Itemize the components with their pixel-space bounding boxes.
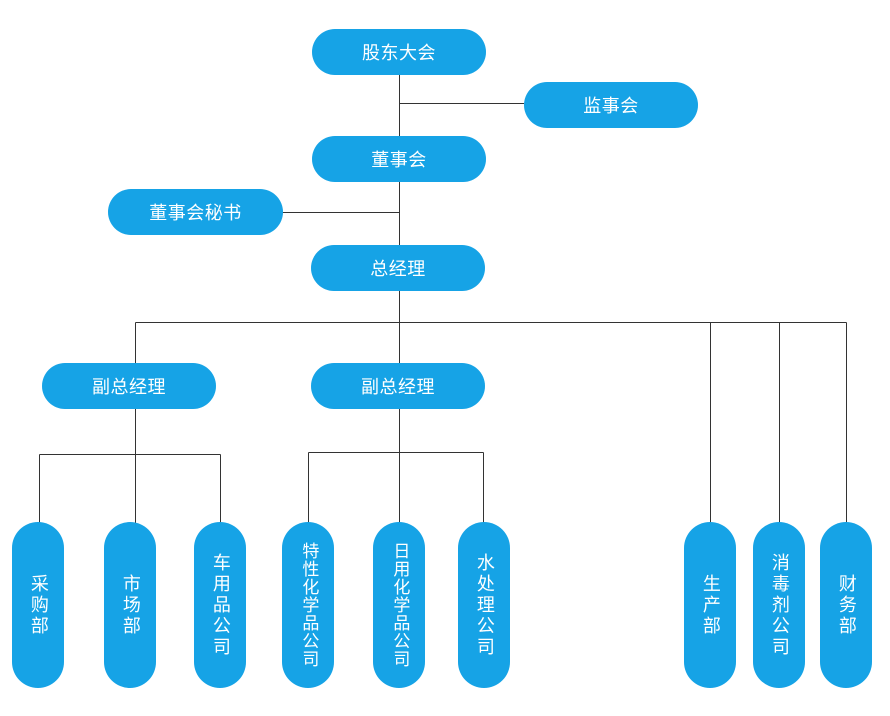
node-board-secretary: 董事会秘书 <box>108 189 283 235</box>
node-finance-label: 财务部 <box>836 573 857 637</box>
node-automotive-label: 车用品公司 <box>210 552 231 658</box>
node-procurement-dept: 采购部 <box>12 522 64 688</box>
node-supervisory-board: 监事会 <box>524 82 698 128</box>
node-water-treatment-co: 水处理公司 <box>458 522 510 688</box>
node-procurement-label: 采购部 <box>28 573 49 637</box>
node-specialty-chemicals-co: 特性化学品公司 <box>282 522 334 688</box>
node-general-manager: 总经理 <box>311 245 485 291</box>
node-production-dept: 生产部 <box>684 522 736 688</box>
node-disinfectant-co: 消毒剂公司 <box>753 522 805 688</box>
node-finance-dept: 财务部 <box>820 522 872 688</box>
node-shareholders-meeting: 股东大会 <box>312 29 486 75</box>
node-water-label: 水处理公司 <box>474 552 495 658</box>
node-daily-chemicals-co: 日用化学品公司 <box>373 522 425 688</box>
node-deputy-gm-left: 副总经理 <box>42 363 216 409</box>
node-marketing-label: 市场部 <box>120 573 141 637</box>
node-marketing-dept: 市场部 <box>104 522 156 688</box>
node-automotive-products-co: 车用品公司 <box>194 522 246 688</box>
node-disinfectant-label: 消毒剂公司 <box>769 552 790 658</box>
node-daily-label: 日用化学品公司 <box>390 542 410 668</box>
node-board-of-directors: 董事会 <box>312 136 486 182</box>
node-specialty-label: 特性化学品公司 <box>299 542 319 668</box>
node-deputy-gm-middle: 副总经理 <box>311 363 485 409</box>
node-production-label: 生产部 <box>700 573 721 637</box>
